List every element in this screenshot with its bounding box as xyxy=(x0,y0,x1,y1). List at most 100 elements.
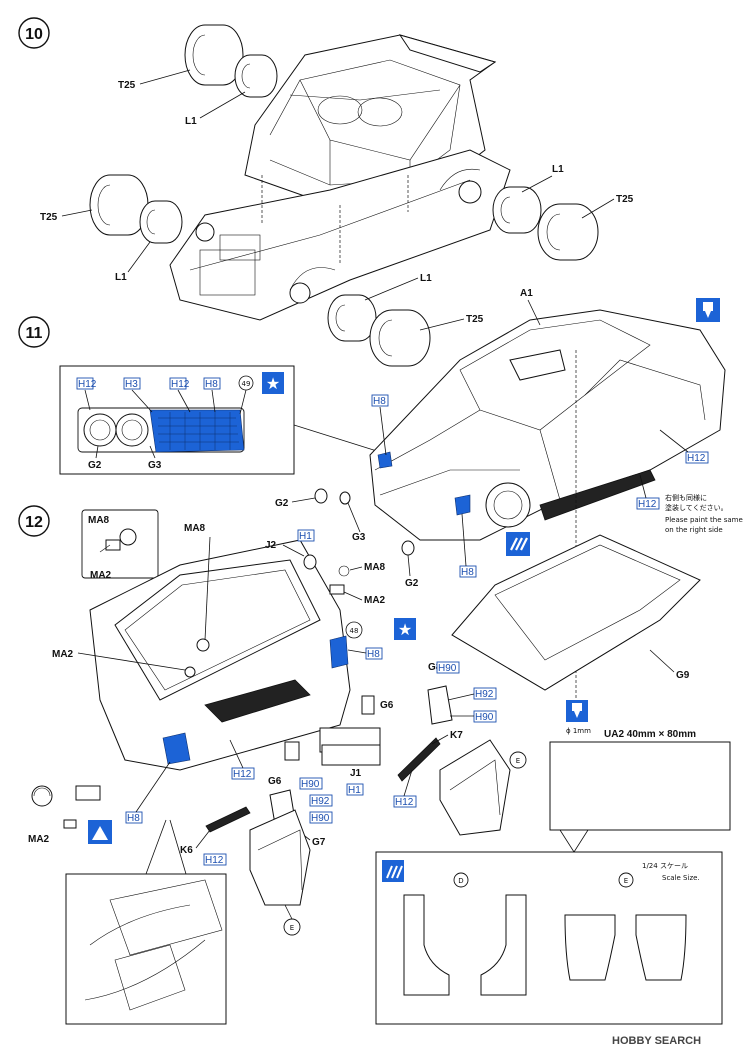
label-g7: G7 xyxy=(312,837,326,848)
label-scale-en: Scale Size. xyxy=(662,874,700,882)
star-icon: ★ xyxy=(394,618,416,640)
callout-paint-2: H3 xyxy=(125,379,138,390)
callout-paint-3: H12 xyxy=(171,379,190,390)
note-jp-2: 塗装してください。 xyxy=(665,503,728,512)
callout-g3: G3 xyxy=(148,460,162,471)
label-scale-jp: 1/24 スケール xyxy=(642,862,688,870)
label-j2: J2 xyxy=(265,540,277,551)
step-12: 12 MA8 MA2 MA8 MA2 H1 J2 xyxy=(18,505,731,1025)
label-t25-top: T25 xyxy=(118,80,136,91)
callout-paint-1: H12 xyxy=(78,379,97,390)
label-h12-c: H12 xyxy=(395,797,414,808)
flap-d-right xyxy=(480,894,527,996)
label-ma2-d: MA2 xyxy=(28,834,50,845)
label-ma2-c: MA2 xyxy=(52,649,74,660)
label-h90-d: H90 xyxy=(311,813,330,824)
label-h8-bottom: H8 xyxy=(461,567,474,578)
label-k6: K6 xyxy=(180,845,193,856)
label-t25-left: T25 xyxy=(40,212,58,223)
svg-text:★: ★ xyxy=(398,620,412,639)
step-11: 11 H12 H3 H12 H8 49 ★ xyxy=(18,288,743,700)
label-h90-c: H90 xyxy=(301,779,320,790)
label-g8: G8 xyxy=(428,662,442,673)
label-h12-b: H12 xyxy=(638,499,657,510)
watermark: HOBBY SEARCH xyxy=(612,1035,701,1047)
label-t25-right: T25 xyxy=(616,194,634,205)
label-ma8-inset: MA8 xyxy=(88,515,110,526)
label-h90-a: H90 xyxy=(438,663,457,674)
inset-ma8 xyxy=(81,509,159,579)
svg-text:★: ★ xyxy=(266,374,280,393)
grille-callout: H12 H3 H12 H8 49 ★ xyxy=(59,365,295,475)
step-10: 10 xyxy=(18,17,634,367)
label-flap-e: E xyxy=(624,877,628,885)
label-t25-bottom: T25 xyxy=(466,314,484,325)
label-e-a: E xyxy=(516,757,520,765)
wheel-l1-right xyxy=(492,186,542,234)
label-h1-b: H1 xyxy=(348,785,361,796)
label-j1: J1 xyxy=(350,768,362,779)
detail-inset xyxy=(65,819,227,1025)
note-en-1: Please paint the same xyxy=(665,516,743,524)
label-a1: A1 xyxy=(520,288,533,299)
label-k7: K7 xyxy=(450,730,463,741)
decal-icon xyxy=(506,532,530,556)
scale-box: 1/24 スケール Scale Size. D E xyxy=(375,851,723,1025)
tyre-t25-right xyxy=(537,203,599,261)
label-ua2: UA2 40mm × 80mm xyxy=(604,729,696,740)
label-h8-d: H8 xyxy=(127,813,140,824)
star-icon xyxy=(262,372,284,394)
flap-e-right xyxy=(635,914,687,981)
callout-g2: G2 xyxy=(88,460,102,471)
note-en-2: on the right side xyxy=(665,526,723,534)
label-g2-a: G2 xyxy=(275,498,289,509)
label-h12-d: H12 xyxy=(233,769,252,780)
label-g2-b: G2 xyxy=(405,578,419,589)
ua2-area xyxy=(549,741,731,831)
label-ma8-a: MA8 xyxy=(184,523,206,534)
label-g6-b: G6 xyxy=(268,776,282,787)
flap-e-left xyxy=(564,914,616,981)
rear-body xyxy=(89,539,381,771)
wheel-l1-top xyxy=(234,54,278,98)
assembly-option-icon xyxy=(88,820,112,844)
note-jp-1: 右側も同様に xyxy=(665,493,707,502)
label-phi: ϕ 1mm xyxy=(566,727,591,735)
flap-d-left xyxy=(403,894,450,996)
wheel-l1-bottom xyxy=(327,294,377,342)
callout-part-49: 49 xyxy=(242,380,251,388)
step-badge-10 xyxy=(18,17,50,49)
label-h12-e: H12 xyxy=(205,855,224,866)
drill-hole-icon xyxy=(696,298,720,322)
tyre-t25-top xyxy=(184,24,244,86)
wheel-l1-left xyxy=(139,200,183,244)
label-g9: G9 xyxy=(676,670,690,681)
inset-ma2 xyxy=(31,785,101,829)
body-a1 xyxy=(369,309,726,700)
label-ma2-b: MA2 xyxy=(364,595,386,606)
label-h92-a: H92 xyxy=(475,689,494,700)
label-flap-d: D xyxy=(458,877,463,885)
drill-hole-icon xyxy=(566,700,588,722)
label-g3-a: G3 xyxy=(352,532,366,543)
label-l1-bottom: L1 xyxy=(420,273,432,284)
label-h90-b: H90 xyxy=(475,712,494,723)
part-48: 48 xyxy=(350,627,359,635)
window-g9 xyxy=(451,534,701,691)
step-number-10: 10 xyxy=(25,26,43,43)
step-badge-12 xyxy=(18,505,50,537)
step-badge-11 xyxy=(18,316,50,348)
step-number-12: 12 xyxy=(25,514,43,531)
callout-paint-4: H8 xyxy=(205,379,218,390)
tyre-t25-bottom xyxy=(369,309,431,367)
tyre-t25-left xyxy=(89,174,149,236)
label-h1-top: H1 xyxy=(299,531,312,542)
label-e-b: E xyxy=(290,924,294,932)
step-number-11: 11 xyxy=(26,325,43,342)
label-h92-b: H92 xyxy=(311,796,330,807)
label-h8-top: H8 xyxy=(373,396,386,407)
label-g6-a: G6 xyxy=(380,700,394,711)
label-ma2-inset: MA2 xyxy=(90,570,112,581)
label-h8-c: H8 xyxy=(367,649,380,660)
